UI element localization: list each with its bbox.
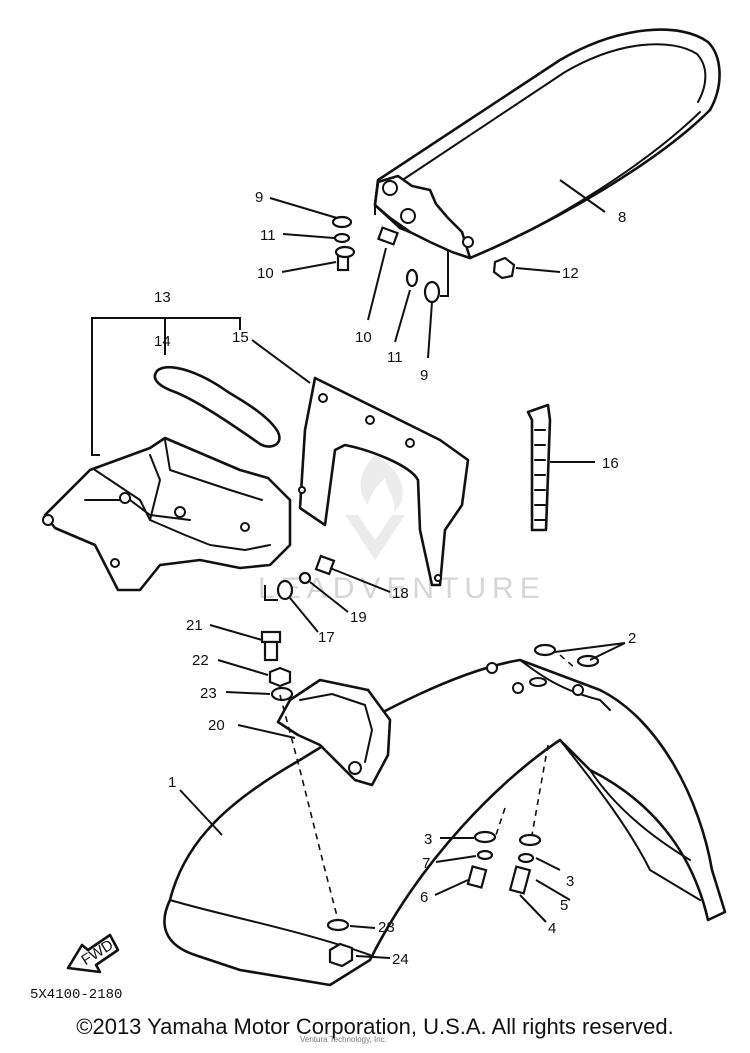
callout-12: 12: [562, 265, 579, 282]
callout-14: 14: [154, 333, 171, 350]
callout-18: 18: [392, 585, 409, 602]
part-1-fender[interactable]: [163, 658, 727, 987]
callout-24: 24: [392, 951, 409, 968]
dashed-lines: [279, 654, 576, 921]
fwd-arrow: FWD: [66, 933, 120, 974]
callout-1: 1: [168, 774, 176, 791]
part-14-pad[interactable]: [153, 365, 281, 448]
callout-3: 3: [424, 831, 432, 848]
callout-6: 6: [420, 889, 428, 906]
callout-17: 17: [318, 629, 335, 646]
callout-23: 23: [200, 685, 217, 702]
watermark-logo: [345, 455, 405, 560]
part-15-bracket[interactable]: [298, 376, 470, 587]
callout-9: 9: [420, 367, 428, 384]
callout-21: 21: [186, 617, 203, 634]
hardware-upper-left[interactable]: [331, 215, 356, 272]
part-16-cable-tie[interactable]: [526, 403, 552, 532]
callout-11: 11: [387, 349, 403, 366]
hardware-3-7[interactable]: [466, 830, 542, 895]
callout-16: 16: [602, 455, 619, 472]
callout-19: 19: [350, 609, 367, 626]
bracket-line-17: [264, 585, 278, 601]
callout-3: 3: [566, 873, 574, 890]
callout-8: 8: [618, 209, 626, 226]
callout-9: 9: [255, 189, 263, 206]
part-code: 5X4100-2180: [30, 987, 122, 1003]
callout-23: 23: [378, 919, 395, 936]
callout-2: 2: [628, 630, 636, 647]
callout-11: 11: [260, 227, 276, 244]
callout-22: 22: [192, 652, 209, 669]
hardware-21-23[interactable]: [260, 630, 294, 702]
callout-7: 7: [422, 855, 430, 872]
part-20-flap[interactable]: [276, 678, 392, 787]
copyright-notice: ©2013 Yamaha Motor Corporation, U.S.A. A…: [76, 1014, 674, 1039]
callout-15: 15: [232, 329, 249, 346]
small-print: Ventura Technology, Inc.: [300, 1035, 387, 1044]
callout-10: 10: [257, 265, 274, 282]
hardware-17-19[interactable]: [276, 554, 336, 601]
callout-5: 5: [560, 897, 568, 914]
callouts: 9 11 10 10 11 9 12 8 13 14 15 16 18 19 1…: [154, 189, 636, 968]
callout-13: 13: [154, 289, 171, 306]
callout-10: 10: [355, 329, 372, 346]
callout-20: 20: [208, 717, 225, 734]
callout-4: 4: [548, 920, 556, 937]
part-8-flap[interactable]: [373, 28, 721, 260]
leader-lines: [179, 179, 626, 959]
bracket-line-13: [91, 317, 241, 456]
bracket-line-8: [374, 205, 449, 297]
part-13-tray[interactable]: [42, 436, 292, 592]
hardware-23-24[interactable]: [326, 918, 354, 968]
